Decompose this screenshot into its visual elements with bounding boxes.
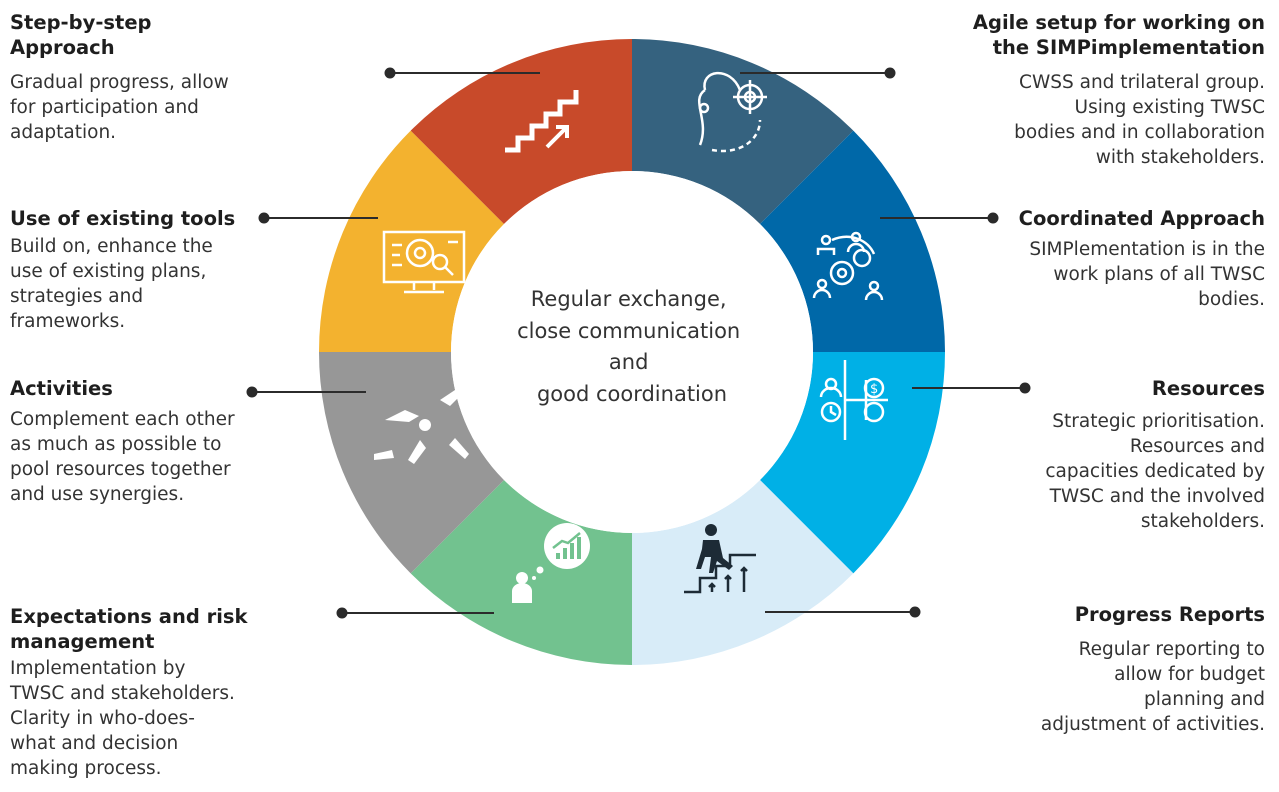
- center-line-4: good coordination: [537, 382, 727, 406]
- monitor-gear-icon: [382, 230, 466, 294]
- block-activities-text: Complement each other as much as possibl…: [10, 409, 235, 505]
- block-tools-title: Use of existing tools: [10, 207, 236, 230]
- block-coordinated-title: Coordinated Approach: [1018, 207, 1265, 230]
- block-tools-text: Build on, enhance the use of existing pl…: [10, 236, 213, 332]
- block-step: Step-by-step Approach Gradual progress, …: [10, 10, 300, 145]
- svg-text:$: $: [870, 382, 878, 397]
- segment-resources: [759, 352, 945, 574]
- person-chart-icon: [512, 523, 590, 603]
- hands-together-icon: [374, 388, 469, 464]
- connectors: [246, 67, 1031, 619]
- block-progress: Progress Reports Regular reporting to al…: [965, 602, 1265, 737]
- segment-tools: [319, 130, 505, 352]
- block-step-text: Gradual progress, allow for participatio…: [10, 72, 229, 143]
- block-expectations-title: Expectations and risk management: [10, 605, 248, 653]
- resources-grid-icon: $: [819, 360, 888, 440]
- center-line-2: close communication: [517, 319, 740, 343]
- block-agile: Agile setup for working on the SIMPimple…: [935, 10, 1265, 170]
- connector-dot-activities: [246, 386, 258, 398]
- block-resources-title: Resources: [1151, 377, 1265, 400]
- block-agile-title: Agile setup for working on the SIMPimple…: [972, 11, 1265, 59]
- segment-activities: [319, 352, 505, 574]
- gears-people-icon: [812, 231, 884, 301]
- connector-dot-step: [384, 67, 396, 79]
- center-text: Regular exchange, close communication an…: [517, 287, 747, 406]
- connector-dot-progress: [909, 606, 921, 618]
- segment-step: [410, 39, 632, 225]
- connector-dot-expectations: [336, 607, 348, 619]
- block-progress-text: Regular reporting to allow for budget pl…: [1040, 639, 1265, 735]
- block-resources: Resources Strategic prioritisation. Reso…: [965, 376, 1265, 534]
- connector-dot-resources: [1019, 382, 1031, 394]
- stairs-arrow-icon: [505, 90, 579, 153]
- block-step-title: Step-by-step Approach: [10, 11, 152, 59]
- block-tools: Use of existing tools Build on, enhance …: [10, 206, 300, 334]
- connector-dot-coordinated: [987, 212, 999, 224]
- block-agile-text: CWSS and trilateral group. Using existin…: [1014, 72, 1265, 168]
- segment-progress: [632, 479, 854, 665]
- block-coordinated: Coordinated Approach SIMPlementation is …: [965, 206, 1265, 312]
- block-expectations: Expectations and risk management Impleme…: [10, 604, 310, 781]
- center-circle: [451, 171, 813, 533]
- target-path-icon: [698, 71, 767, 153]
- block-activities: Activities Complement each other as much…: [10, 376, 300, 507]
- block-coordinated-text: SIMPlementation is in the work plans of …: [1029, 239, 1265, 310]
- center-line-3: and: [609, 350, 649, 374]
- connector-dot-tools: [258, 212, 270, 224]
- segment-coordinated: [759, 130, 945, 352]
- person-climbing-icon: [684, 524, 756, 594]
- block-activities-title: Activities: [10, 377, 113, 400]
- block-resources-text: Strategic prioritisation. Resources and …: [1045, 411, 1265, 532]
- block-progress-title: Progress Reports: [1074, 603, 1265, 626]
- segment-agile: [632, 39, 854, 225]
- block-expectations-text: Implementation by TWSC and stakeholders.…: [10, 658, 235, 779]
- connector-dot-agile: [884, 67, 896, 79]
- center-line-1: Regular exchange,: [531, 287, 727, 311]
